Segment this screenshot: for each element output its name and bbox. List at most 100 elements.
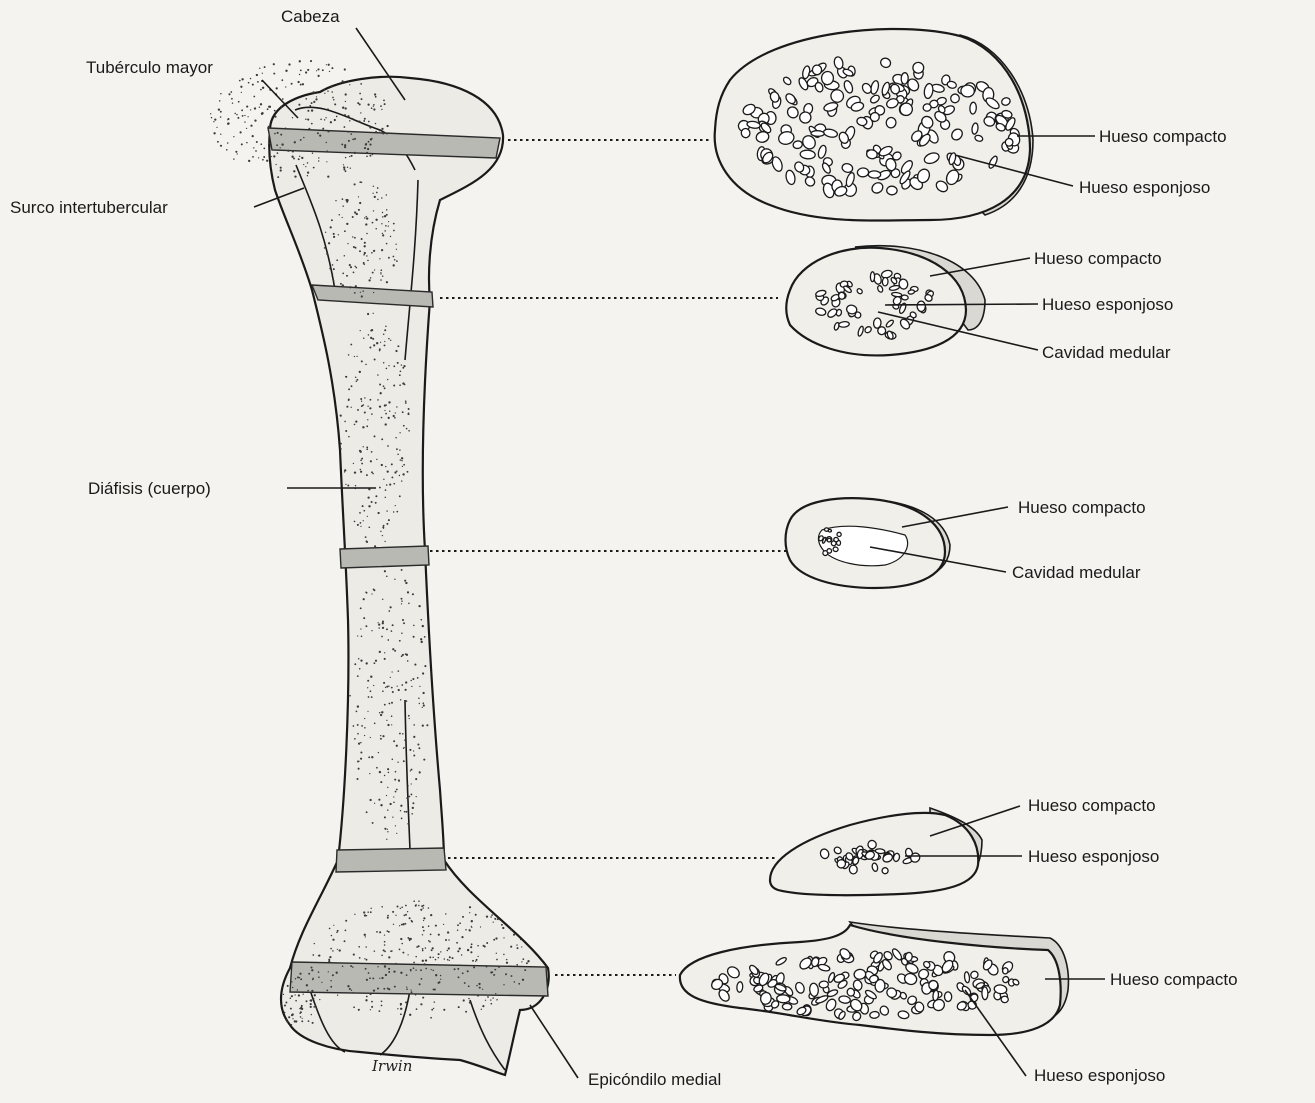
- stipple-dot: [457, 950, 459, 952]
- stipple-dot: [381, 955, 383, 957]
- stipple-dot: [363, 446, 364, 447]
- stipple-dot: [385, 326, 387, 328]
- stipple-dot: [280, 134, 282, 136]
- stipple-dot: [332, 97, 334, 99]
- stipple-dot: [359, 957, 361, 959]
- stipple-dot: [420, 909, 422, 911]
- stipple-dot: [374, 269, 375, 270]
- stipple-dot: [383, 949, 385, 951]
- stipple-dot: [327, 108, 329, 110]
- stipple-dot: [273, 63, 275, 65]
- stipple-dot: [354, 471, 356, 473]
- stipple-dot: [322, 128, 324, 130]
- stipple-dot: [344, 144, 346, 146]
- stipple-dot: [383, 988, 385, 990]
- label-medial-epicondyle: Epicóndilo medial: [588, 1070, 721, 1089]
- stipple-dot: [400, 938, 402, 940]
- trabecular-pore: [869, 1011, 879, 1019]
- stipple-dot: [302, 83, 304, 85]
- stipple-dot: [385, 687, 386, 688]
- stipple-dot: [443, 1009, 445, 1011]
- stipple-dot: [220, 93, 221, 94]
- trabecular-pore: [800, 150, 816, 160]
- stipple-dot: [388, 519, 390, 521]
- stipple-dot: [327, 90, 329, 92]
- stipple-dot: [359, 512, 361, 514]
- stipple-dot: [355, 267, 357, 269]
- stipple-dot: [250, 125, 252, 127]
- stipple-dot: [262, 159, 264, 161]
- stipple-dot: [237, 153, 238, 154]
- stipple-dot: [384, 816, 386, 818]
- stipple-dot: [399, 384, 401, 386]
- stipple-dot: [248, 82, 250, 84]
- stipple-dot: [297, 989, 298, 990]
- stipple-dot: [395, 437, 396, 438]
- stipple-dot: [393, 230, 395, 232]
- stipple-dot: [464, 982, 466, 984]
- stipple-dot: [307, 69, 309, 71]
- stipple-dot: [401, 943, 403, 945]
- stipple-dot: [364, 958, 365, 959]
- stipple-dot: [494, 969, 496, 971]
- stipple-dot: [236, 114, 238, 116]
- stipple-dot: [345, 107, 347, 109]
- stipple-dot: [355, 247, 357, 249]
- stipple-dot: [406, 700, 408, 702]
- stipple-dot: [396, 833, 397, 834]
- stipple-dot: [380, 279, 382, 281]
- stipple-dot: [456, 942, 458, 944]
- stipple-dot: [340, 415, 342, 417]
- stipple-dot: [418, 697, 420, 699]
- stipple-dot: [381, 977, 383, 979]
- stipple-dot: [311, 967, 313, 969]
- stipple-dot: [348, 388, 350, 390]
- stipple-dot: [255, 150, 257, 152]
- stipple-dot: [368, 972, 370, 974]
- stipple-dot: [357, 733, 359, 735]
- stipple-dot: [401, 480, 402, 481]
- stipple-dot: [406, 428, 408, 430]
- stipple-dot: [366, 216, 367, 217]
- stipple-dot: [247, 116, 248, 117]
- stipple-dot: [407, 954, 408, 955]
- stipple-dot: [331, 935, 333, 937]
- stipple-dot: [430, 1017, 432, 1019]
- stipple-dot: [379, 978, 380, 979]
- stipple-dot: [312, 1022, 314, 1024]
- stipple-dot: [473, 966, 475, 968]
- stipple-dot: [380, 392, 382, 394]
- stipple-dot: [387, 831, 388, 832]
- stipple-dot: [386, 576, 388, 578]
- stipple-dot: [423, 930, 425, 932]
- stipple-dot: [411, 813, 413, 815]
- stipple-dot: [313, 101, 315, 103]
- stipple-dot: [477, 956, 478, 957]
- stipple-dot: [228, 93, 230, 95]
- stipple-dot: [393, 970, 395, 972]
- stipple-dot: [387, 829, 388, 830]
- stipple-dot: [386, 214, 388, 216]
- stipple-dot: [288, 1016, 290, 1018]
- stipple-dot: [364, 934, 366, 936]
- stipple-dot: [374, 196, 376, 198]
- stipple-dot: [368, 279, 370, 281]
- stipple-dot: [503, 937, 504, 938]
- stipple-dot: [440, 951, 441, 952]
- stipple-dot: [273, 73, 275, 75]
- stipple-dot: [376, 459, 377, 460]
- stipple-dot: [346, 223, 348, 225]
- stipple-dot: [314, 943, 315, 944]
- stipple-dot: [354, 266, 355, 267]
- stipple-dot: [210, 113, 211, 114]
- stipple-dot: [318, 976, 320, 978]
- stipple-dot: [330, 226, 332, 228]
- stipple-dot: [448, 939, 449, 940]
- stipple-dot: [420, 638, 422, 640]
- stipple-dot: [295, 1020, 297, 1022]
- stipple-dot: [312, 978, 314, 980]
- stipple-dot: [404, 923, 406, 925]
- stipple-dot: [364, 217, 366, 219]
- stipple-dot: [367, 687, 368, 688]
- stipple-dot: [405, 689, 407, 691]
